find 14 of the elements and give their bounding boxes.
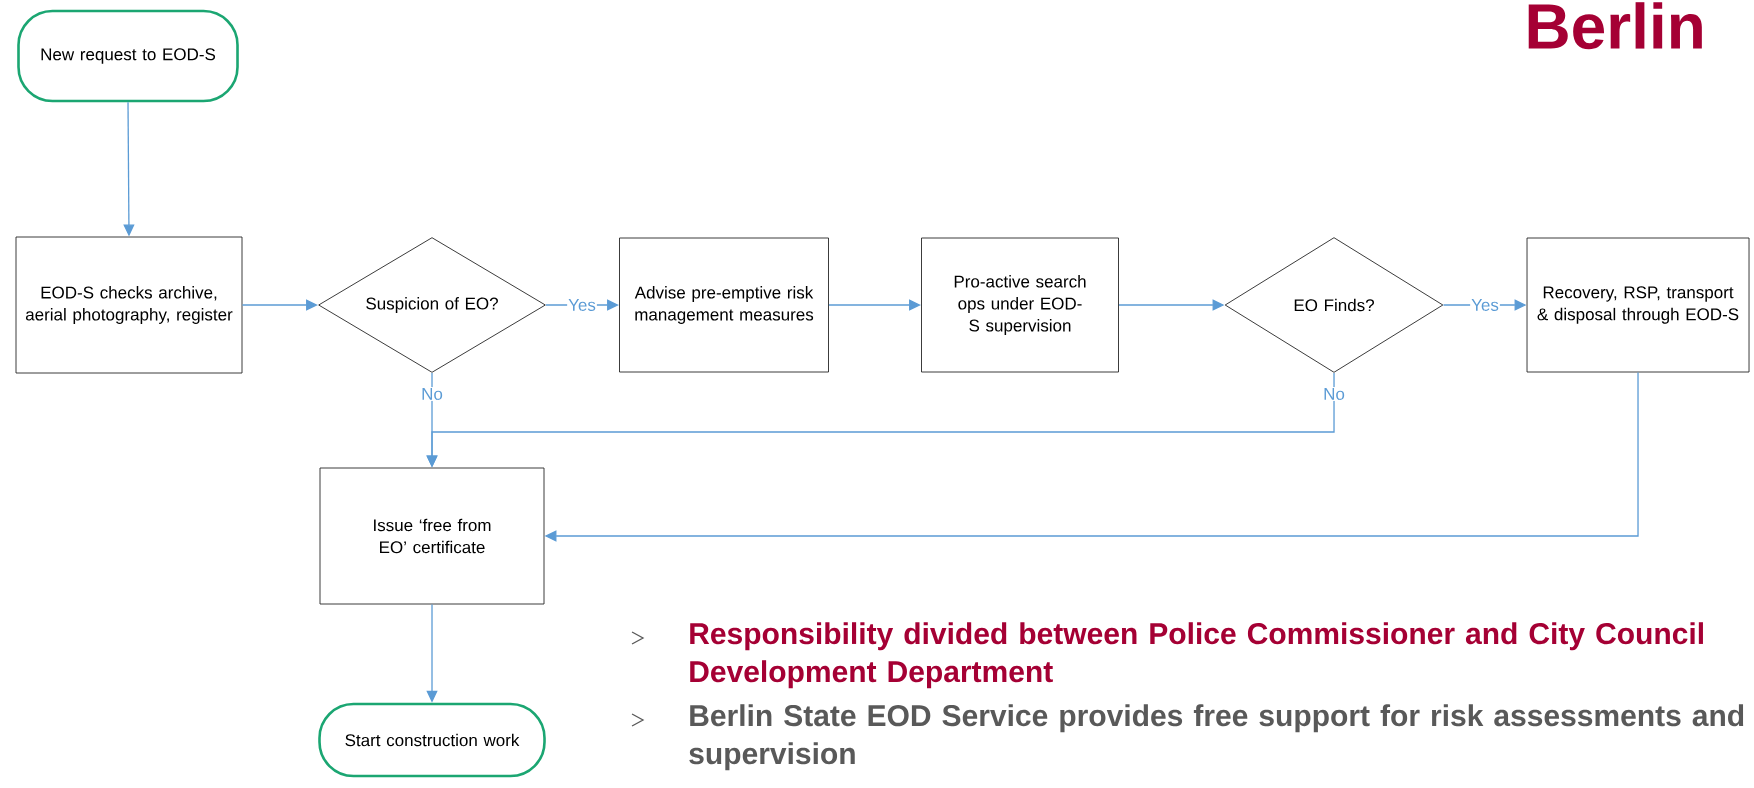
bullet-text: Responsibility divided between Police Commissioner and City Council Development Department (690, 622, 1703, 689)
edge-label: No (420, 387, 444, 401)
process-box: Pro-active search ops under EOD-S supervision (921, 237, 1119, 373)
process-box: Recovery, RSP, transport & disposal through EOD-S (1526, 237, 1750, 373)
title: Berlin (1528, 2, 1702, 50)
edge-label: Yes (1470, 298, 1500, 312)
process-box: EOD-S checks archive, aerial photography, register (15, 236, 243, 374)
arrow (828, 299, 921, 311)
edge-label: Yes (567, 298, 597, 312)
bullet-text: Berlin State EOD Service provides free support for risk assessments and supervision (689, 704, 1744, 771)
arrow (241, 299, 318, 311)
edge-label: No (1322, 387, 1346, 401)
process-box: Issue ‘free from EO’ certificate (319, 467, 545, 605)
process-box: Advise pre-emptive risk management measures (619, 237, 829, 373)
